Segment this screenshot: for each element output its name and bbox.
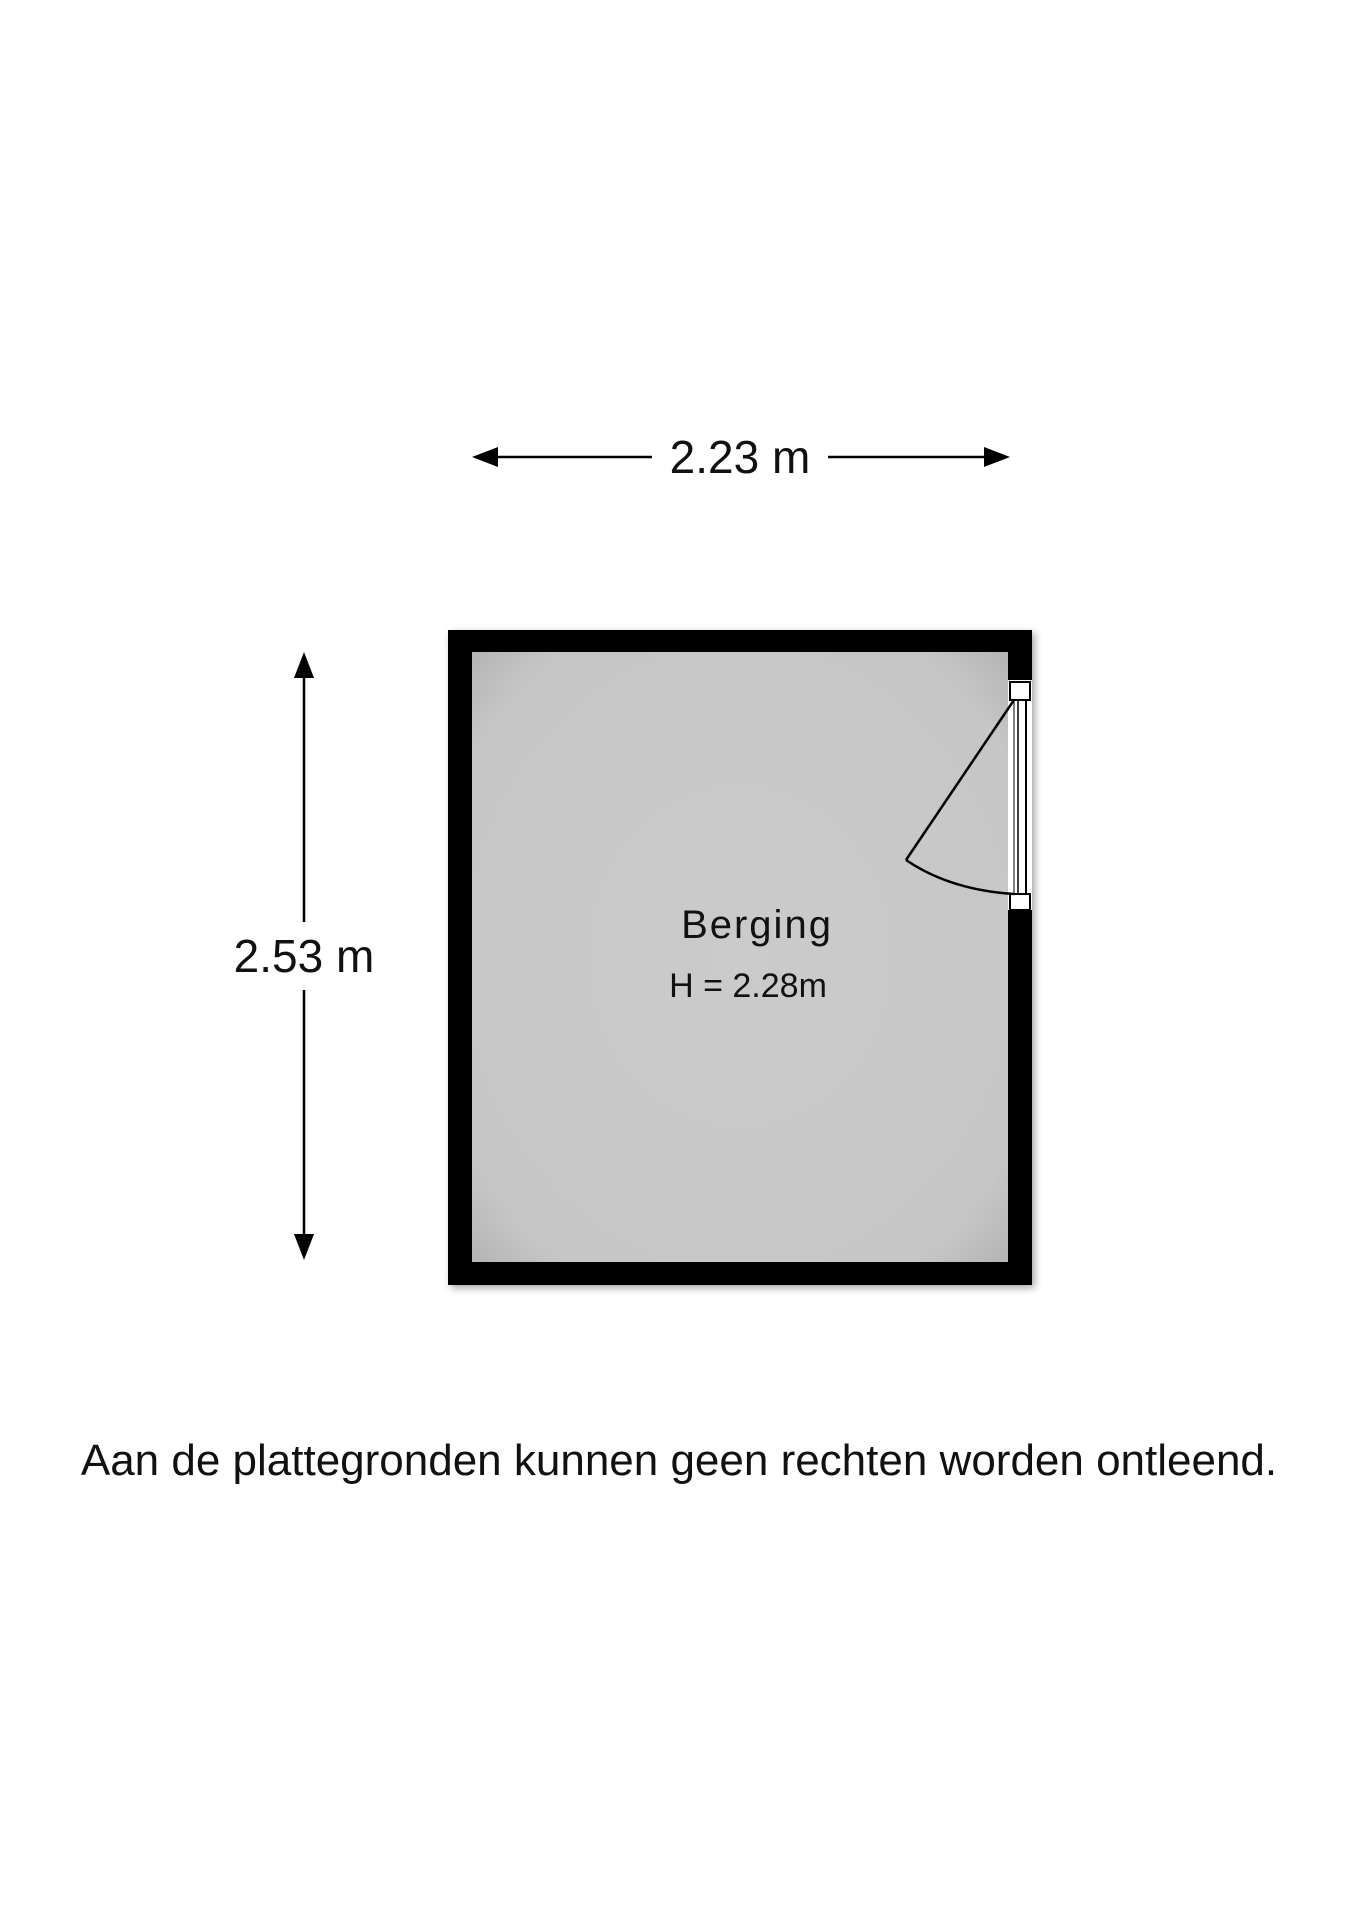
disclaimer-text: Aan de plattegronden kunnen geen rechten… <box>80 1436 1278 1485</box>
room-height: H = 2.28m <box>669 967 827 1005</box>
room-berging: Berging H = 2.28m <box>448 630 1032 1285</box>
door-frame <box>1008 680 1032 910</box>
room-name: Berging <box>681 903 833 947</box>
width-label: 2.23 m <box>670 431 811 483</box>
arrow-up-icon <box>294 652 314 678</box>
arrow-right-icon <box>984 447 1010 467</box>
arrow-left-icon <box>472 447 498 467</box>
arrow-down-icon <box>294 1234 314 1260</box>
door-jamb-top <box>1009 681 1031 701</box>
door-swing-arc <box>905 858 1015 896</box>
width-dimension: 2.23 m <box>472 431 1010 483</box>
height-dimension: 2.53 m <box>234 652 375 1260</box>
door <box>904 680 1032 911</box>
room-floor <box>472 652 1008 1262</box>
door-jamb-bottom <box>1009 893 1031 911</box>
height-label: 2.53 m <box>234 930 375 982</box>
door-leaf <box>904 699 1016 861</box>
